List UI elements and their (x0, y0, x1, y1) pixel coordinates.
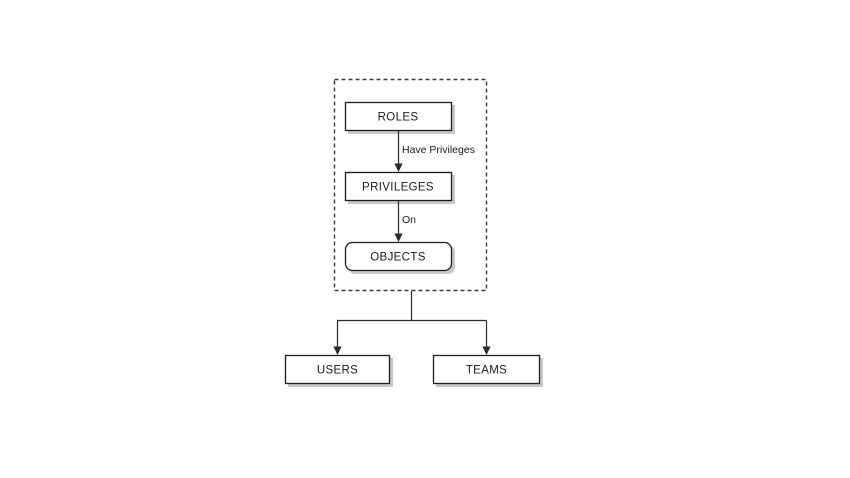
node-users[interactable]: USERS (284, 354, 394, 388)
node-roles[interactable]: ROLES (344, 101, 456, 135)
node-users-label: USERS (317, 365, 358, 377)
edge-roles-to-privileges-arrowhead (394, 163, 403, 172)
edge-group-to-users-teams (333, 291, 491, 355)
node-privileges-box[interactable] (344, 171, 453, 202)
node-objects-label: OBJECTS (370, 252, 426, 264)
edge-group-to-users-arrowhead (333, 346, 342, 355)
node-roles-label: ROLES (378, 112, 419, 124)
edge-privileges-to-objects-arrowhead (394, 233, 403, 242)
node-users-box[interactable] (284, 354, 391, 385)
node-objects-box[interactable] (344, 241, 453, 272)
node-teams-label: TEAMS (466, 365, 507, 377)
edge-privileges-to-objects-label: On (402, 214, 416, 226)
edge-roles-to-privileges-label: Have Privileges (402, 144, 475, 156)
node-privileges-label: PRIVILEGES (362, 182, 434, 194)
node-teams[interactable]: TEAMS (432, 354, 544, 388)
edge-group-to-teams-arrowhead (482, 346, 491, 355)
edge-privileges-to-objects: On (394, 201, 416, 242)
node-roles-box[interactable] (344, 101, 453, 132)
node-objects[interactable]: OBJECTS (344, 241, 456, 275)
node-teams-box[interactable] (432, 354, 541, 385)
edge-roles-to-privileges: Have Privileges (394, 131, 475, 172)
node-privileges[interactable]: PRIVILEGES (344, 171, 456, 205)
